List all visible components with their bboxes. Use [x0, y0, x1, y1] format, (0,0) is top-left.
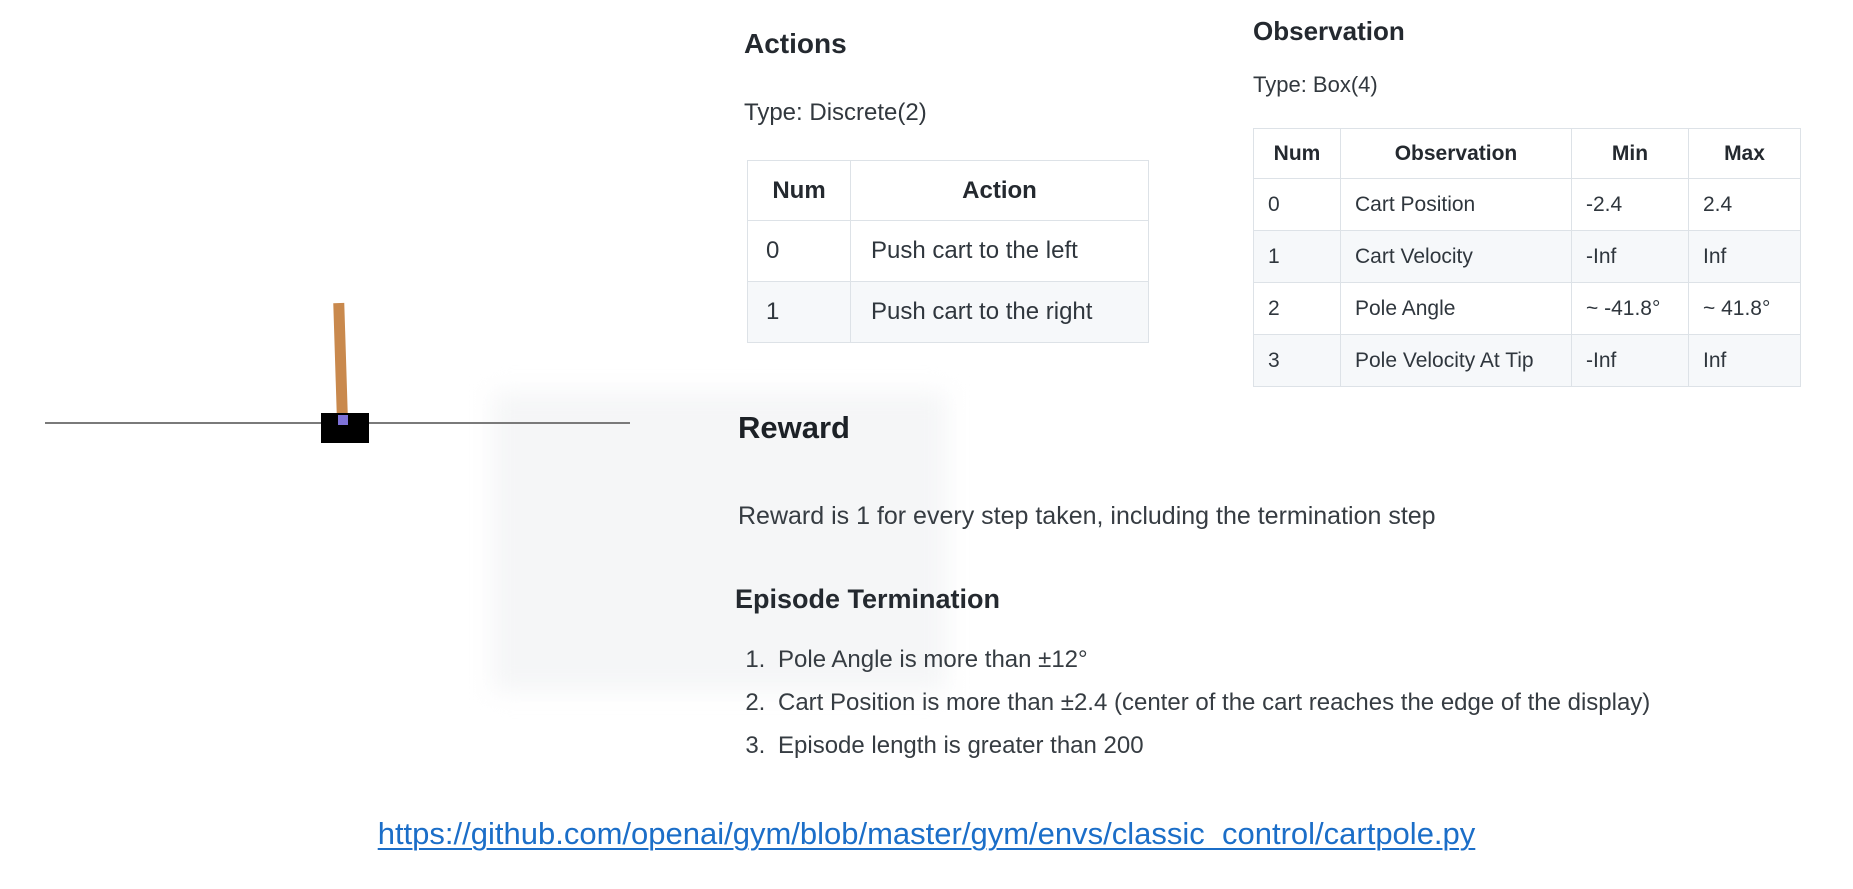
table-cell: 0 — [747, 220, 851, 282]
table-cell: Push cart to the right — [850, 281, 1149, 343]
background-artifact — [492, 392, 947, 692]
source-link-row: https://github.com/openai/gym/blob/maste… — [0, 816, 1853, 852]
table-cell: 0 — [1253, 178, 1341, 231]
actions-heading: Actions — [744, 28, 847, 59]
observation-type-label: Type: Box(4) — [1253, 72, 1378, 97]
table-cell: 1 — [1253, 230, 1341, 283]
column-header: Action — [850, 160, 1149, 221]
reward-description: Reward is 1 for every step taken, includ… — [738, 502, 1436, 530]
column-header: Min — [1571, 128, 1689, 179]
column-header: Observation — [1340, 128, 1572, 179]
table-cell: ~ -41.8° — [1571, 282, 1689, 335]
observation-heading: Observation — [1253, 16, 1405, 46]
table-cell: Push cart to the left — [850, 220, 1149, 282]
table-cell: Pole Angle — [1340, 282, 1572, 335]
table-cell: Cart Velocity — [1340, 230, 1572, 283]
pole-shape — [333, 302, 348, 423]
github-cartpole-link[interactable]: https://github.com/openai/gym/blob/maste… — [377, 816, 1476, 851]
axle-dot — [338, 415, 348, 425]
reward-heading: Reward — [738, 410, 850, 445]
table-cell: 1 — [747, 281, 851, 343]
table-cell: -Inf — [1571, 230, 1689, 283]
episode-termination-heading: Episode Termination — [735, 584, 1001, 614]
termination-condition: Episode length is greater than 200 — [772, 732, 1650, 760]
column-header: Num — [1253, 128, 1341, 179]
column-header: Max — [1688, 128, 1801, 179]
table-cell: Inf — [1688, 334, 1801, 387]
table-cell: 2.4 — [1688, 178, 1801, 231]
table-cell: Cart Position — [1340, 178, 1572, 231]
table-cell: Inf — [1688, 230, 1801, 283]
table-cell: Pole Velocity At Tip — [1340, 334, 1572, 387]
column-header: Num — [747, 160, 851, 221]
table-cell: ~ 41.8° — [1688, 282, 1801, 335]
actions-type-label: Type: Discrete(2) — [744, 99, 927, 126]
table-cell: 2 — [1253, 282, 1341, 335]
table-cell: 3 — [1253, 334, 1341, 387]
termination-condition: Pole Angle is more than ±12° — [772, 646, 1650, 674]
termination-condition: Cart Position is more than ±2.4 (center … — [772, 689, 1650, 717]
table-cell: -2.4 — [1571, 178, 1689, 231]
episode-termination-list: Pole Angle is more than ±12° Cart Positio… — [742, 646, 1650, 775]
table-cell: -Inf — [1571, 334, 1689, 387]
